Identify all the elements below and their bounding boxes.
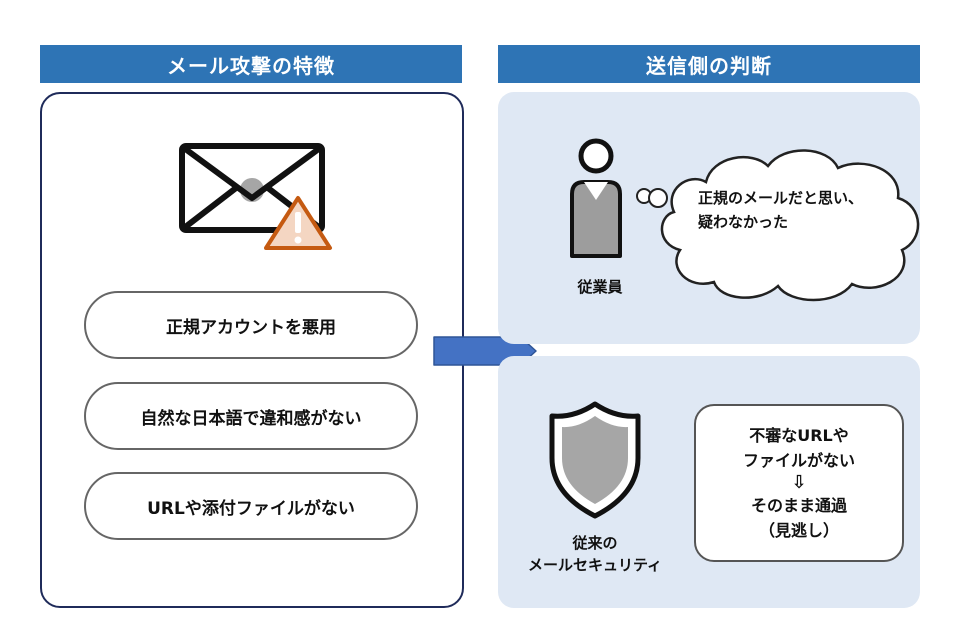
thought-line-2: 疑わなかった xyxy=(698,213,789,231)
security-label-line-2: メールセキュリティ xyxy=(527,556,663,574)
result-line-4: （見逃し） xyxy=(758,521,839,540)
shield-icon xyxy=(549,401,641,519)
feature-pill-natural-japanese: 自然な日本語で違和感がない xyxy=(84,382,418,450)
result-line-2: ファイルがない xyxy=(742,451,855,470)
thought-cloud-icon xyxy=(636,149,920,302)
thought-line-1: 正規のメールだと思い、 xyxy=(698,189,864,207)
person-icon xyxy=(570,138,622,258)
result-line-1: 不審なURLや xyxy=(749,426,849,445)
left-header: メール攻撃の特徴 xyxy=(40,45,462,83)
result-line-3: そのまま通過 xyxy=(750,496,847,515)
feature-pill-no-url-attachment: URLや添付ファイルがない xyxy=(84,472,418,540)
employee-label: 従業員 xyxy=(577,278,623,296)
down-arrow-icon: ⇩ xyxy=(791,472,807,493)
right-header: 送信側の判断 xyxy=(498,45,920,83)
security-label-line-1: 従来の xyxy=(572,534,618,552)
security-label: 従来の メールセキュリティ xyxy=(500,532,690,576)
security-result-box: 不審なURLや ファイルがない ⇩ そのまま通過 （見逃し） xyxy=(694,404,904,562)
envelope-with-warning-icon xyxy=(179,143,332,250)
feature-pill-legit-account: 正規アカウントを悪用 xyxy=(84,291,418,359)
employee-thought-text: 正規のメールだと思い、 疑わなかった xyxy=(698,186,928,234)
